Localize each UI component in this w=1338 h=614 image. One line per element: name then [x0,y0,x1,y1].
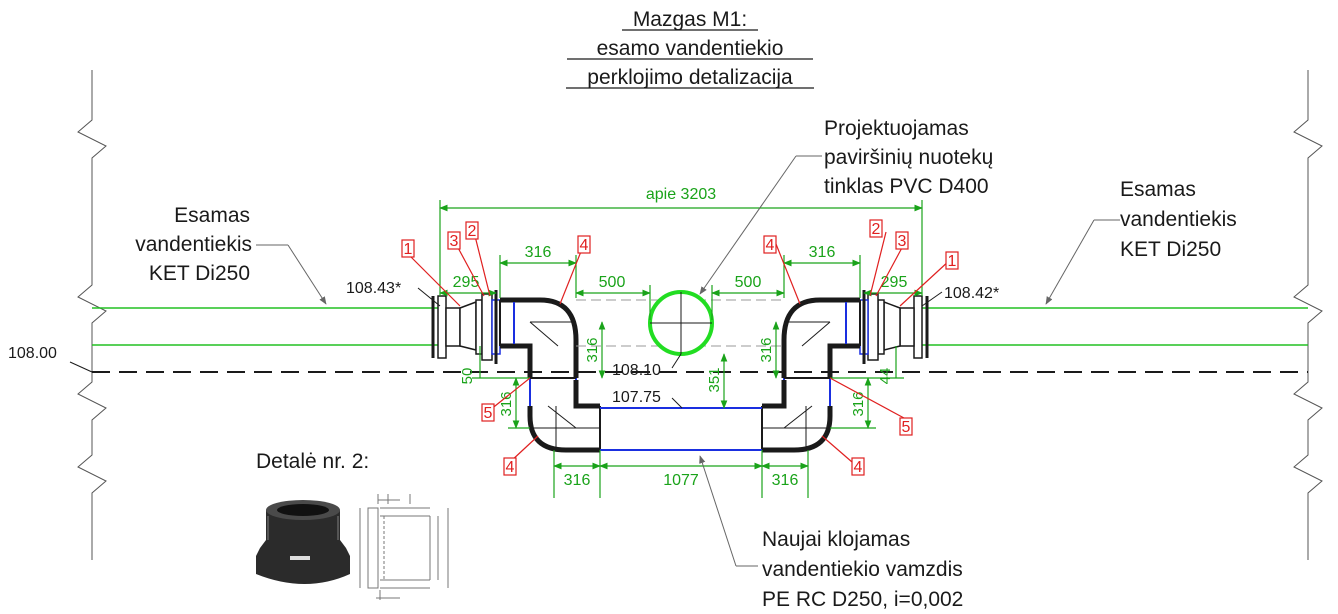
projected-line-2: paviršinių nuotekų [824,146,993,169]
projected-line-1: Projektuojamas [824,117,969,140]
dim-right-316-low: 316 [850,391,867,416]
detail-label: Detalė nr. 2: [256,450,369,473]
dimension-lines [439,200,923,498]
title-line-1: Mazgas M1: [633,8,747,31]
dim-left-316-top: 316 [525,244,552,261]
tag-left-4-bot: 4 [506,459,515,476]
new-pipe-line-3: PE RC D250, i=0,002 [762,588,963,611]
title-block: Mazgas M1: esamo vandentiekio perklojimo… [566,8,814,89]
tag-right-3: 3 [898,233,907,250]
right-existing-line-1: Esamas [1120,178,1196,201]
right-coupling [859,290,929,364]
dim-right-316-top: 316 [809,244,836,261]
dim-bottom-right-316: 316 [772,472,799,489]
break-line-left [77,70,107,560]
tag-right-1: 1 [948,253,957,270]
dim-right-295: 295 [881,274,908,291]
elev-pipe-top: 108.10 [612,362,661,379]
elev-pipe-bottom: 107.75 [612,389,661,406]
tag-left-3: 3 [450,233,459,250]
fitting-sketch [359,494,449,600]
part-tags: 1 3 2 4 5 4 1 3 2 4 5 4 [401,219,959,476]
dim-left-316-vert: 316 [584,337,601,362]
tag-left-2: 2 [468,223,477,240]
right-existing-line-3: KET Di250 [1120,238,1221,261]
right-existing-line-2: vandentiekis [1120,208,1237,231]
break-line-right [1293,70,1323,560]
label-new-pipe: Naujai klojamas vandentiekio vamzdis PE … [762,528,963,611]
fitting-photo [256,500,350,584]
left-existing-line-1: Esamas [174,204,250,227]
tag-right-4-top: 4 [766,237,775,254]
elevations: 108.00 108.43* 108.42* 108.10 107.75 [8,280,999,409]
dim-right-500: 500 [735,274,762,291]
tag-right-4-bot: 4 [854,459,863,476]
left-existing-line-2: vandentiekis [135,233,252,256]
new-pipe-line-1: Naujai klojamas [762,528,910,551]
left-coupling [431,290,501,364]
dim-left-295: 295 [453,274,480,291]
dim-overall: apie 3203 [646,186,716,203]
tag-left-4-top: 4 [580,237,589,254]
dim-left-316-low: 316 [498,391,515,416]
tag-right-2: 2 [872,221,881,238]
tag-left-5: 5 [484,405,493,422]
new-pe-pipe [600,407,762,451]
projected-line-3: tinklas PVC D400 [824,175,989,198]
dim-left-50: 50 [459,368,476,385]
tag-right-5: 5 [902,419,911,436]
new-pipe-line-2: vandentiekio vamzdis [762,558,963,581]
dim-bottom-left-316: 316 [564,472,591,489]
title-line-2: esamo vandentiekio [597,37,784,60]
pvc-pipe-section [576,290,784,356]
label-projected: Projektuojamas paviršinių nuotekų tinkla… [824,117,993,198]
existing-pipe-right [922,307,1308,346]
label-left-existing: Esamas vandentiekis KET Di250 [135,204,252,285]
elev-right-top: 108.42* [944,285,999,302]
right-fittings [761,297,861,453]
left-existing-line-3: KET Di250 [149,262,250,285]
elev-left-top: 108.43* [346,280,401,297]
left-fittings [499,297,601,453]
dim-right-316-vert: 316 [758,337,775,362]
dim-right-44: 44 [877,368,894,385]
elev-ground: 108.00 [8,345,57,362]
dim-mid-351: 351 [706,367,723,392]
label-right-existing: Esamas vandentiekis KET Di250 [1120,178,1237,261]
dim-left-500: 500 [599,274,626,291]
existing-pipe-left [92,307,440,346]
tag-left-1: 1 [404,241,413,258]
leader-lines [256,155,1120,567]
title-line-3: perklojimo detalizacija [587,66,793,89]
dim-bottom-1077: 1077 [663,472,699,489]
dimension-texts: apie 3203 295 316 500 500 316 295 316 31… [453,186,908,489]
